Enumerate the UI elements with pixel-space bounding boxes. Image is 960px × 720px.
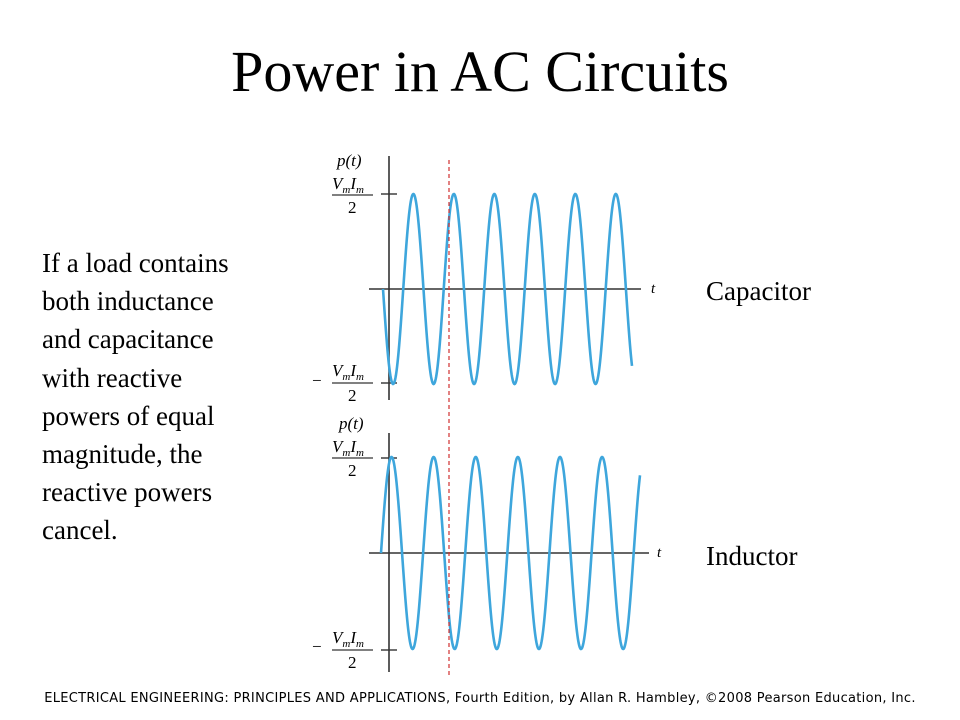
body-line: both inductance <box>42 286 214 317</box>
capacitor-label: Capacitor <box>706 276 811 306</box>
capacitor-ylabel: p(t) <box>336 151 362 170</box>
inductor-waveform <box>379 455 642 651</box>
svg-text:2: 2 <box>348 198 357 217</box>
inductor-xlabel: t <box>657 545 662 561</box>
svg-text:VmIm: VmIm <box>332 361 364 383</box>
body-line: reactive powers <box>42 477 213 508</box>
slide-title: Power in AC Circuits <box>231 39 729 104</box>
footer-citation: ELECTRICAL ENGINEERING: PRINCIPLES AND A… <box>44 691 916 706</box>
inductor-ylabel: p(t) <box>338 414 364 433</box>
svg-text:VmIm: VmIm <box>332 174 364 196</box>
body-line: magnitude, the <box>42 439 203 470</box>
inductor-ytick-label-bottom: − VmIm 2 <box>312 628 373 672</box>
body-line: and capacitance <box>42 324 214 355</box>
svg-text:−: − <box>312 637 322 656</box>
body-line: cancel. <box>42 515 118 546</box>
capacitor-xlabel: t <box>651 281 656 297</box>
inductor-ytick-label-top: VmIm 2 <box>332 437 373 480</box>
body-line: If a load contains <box>42 248 229 278</box>
capacitor-graph: p(t) VmIm 2 − VmIm 2 t <box>312 151 656 405</box>
body-text: If a load contains both inductance and c… <box>42 244 282 550</box>
inductor-graph: p(t) VmIm 2 − VmIm 2 t <box>312 414 662 672</box>
svg-text:VmIm: VmIm <box>332 437 364 459</box>
inductor-label: Inductor <box>706 541 798 571</box>
body-line: with reactive <box>42 362 183 393</box>
capacitor-waveform <box>381 192 634 386</box>
body-line: powers of equal <box>42 400 215 431</box>
svg-text:2: 2 <box>348 386 357 405</box>
svg-text:2: 2 <box>348 461 357 480</box>
capacitor-ytick-label-bottom: − VmIm 2 <box>312 361 373 405</box>
svg-text:VmIm: VmIm <box>332 628 364 650</box>
svg-text:2: 2 <box>348 653 357 672</box>
svg-text:−: − <box>312 371 322 390</box>
capacitor-ytick-label-top: VmIm 2 <box>332 174 373 217</box>
